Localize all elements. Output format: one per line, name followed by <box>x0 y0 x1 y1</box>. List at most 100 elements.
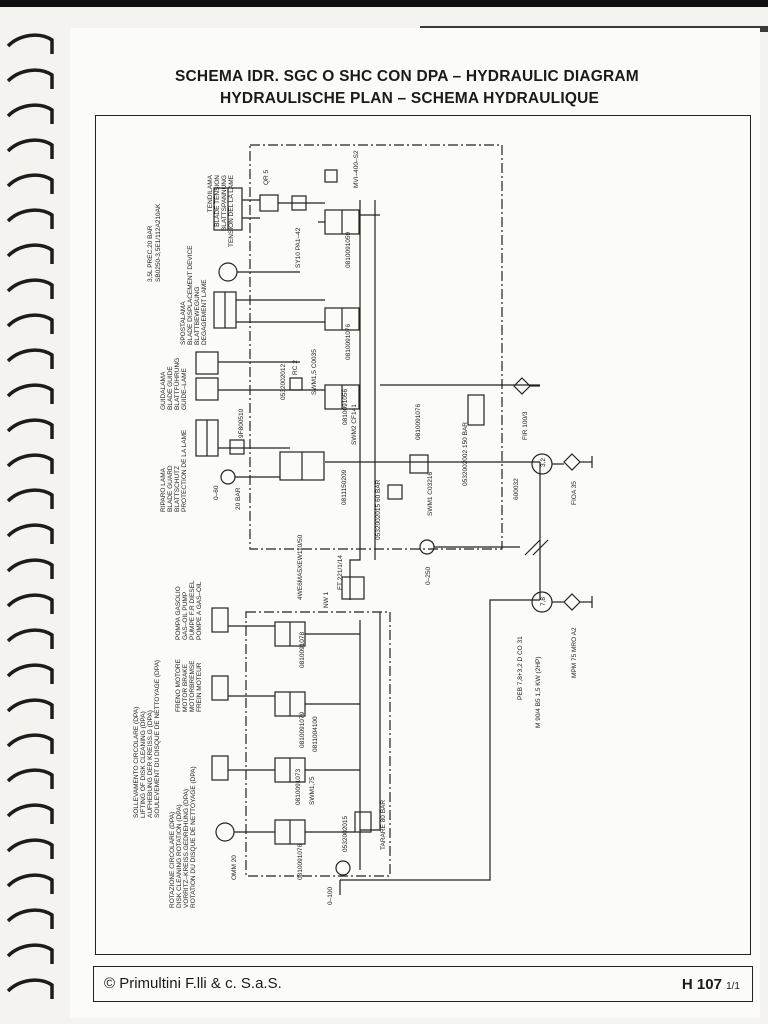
code-sy10: SY10 PA1–42 <box>295 227 302 268</box>
binding-ring <box>6 103 54 124</box>
label-blade-guide-2: BLATTFÜHRUNG <box>173 358 181 410</box>
code-swm3: SWM1 C03216 <box>427 472 434 516</box>
code-0810091078: 0810091078 <box>299 631 306 668</box>
code-pump: PEB 7,8+3,2 D CO 31 <box>517 636 524 700</box>
binding-ring <box>6 523 54 544</box>
binding-ring <box>6 803 54 824</box>
filter-fioa <box>563 453 581 471</box>
label-blade-tension-1: BLADE TENSION <box>214 175 221 227</box>
code-omm20: OMM 20 <box>231 855 238 880</box>
binding-ring <box>6 978 54 999</box>
document-page <box>70 28 760 1018</box>
filter-fir <box>513 377 531 395</box>
gauge-0-60 <box>220 469 236 485</box>
label-blade-guard-0: RIPARO LAMA <box>160 467 167 512</box>
code-3-2: 3,2 <box>540 458 547 467</box>
label-motor-brake-3: FREIN MOTEUR <box>196 662 203 712</box>
code-20-bar: 20 BAR <box>235 487 242 510</box>
code-0810091076-a: 0810091076 <box>345 323 352 360</box>
gauge-0-250 <box>419 539 435 555</box>
filter-ft221 <box>341 576 365 600</box>
page-code: H 107 1/1 <box>682 976 740 993</box>
label-accumulator-1: SB0250-3,5E1/112A210AK <box>155 203 162 282</box>
code-motor: M 90/4 B5 1,5 KW (2HP) <box>535 656 542 728</box>
label-blade-guard-1: BLADE GUARD <box>167 465 174 512</box>
code-ft221: FT 221/1/14 <box>337 555 344 590</box>
code-0811150209: 0811150209 <box>341 469 348 505</box>
main-pressure-line <box>349 200 361 600</box>
code-9f800510: 9F800510 <box>238 408 245 438</box>
code-gauge-0-60: 0–60 <box>213 485 220 500</box>
label-gas-oil-pump-0: POMPA GASOLIO <box>175 586 182 640</box>
code-0532002002: 0532002002 150 BAR <box>462 422 469 486</box>
code-0532002012: 0532002012 <box>280 363 287 400</box>
binding-ring <box>6 418 54 439</box>
label-blade-tension-2: BLATTSPANNUNG <box>221 175 228 231</box>
relief-valve-60-bar <box>387 484 403 500</box>
label-blade-displacement-2: BLATTBEWEGUNG <box>194 287 201 345</box>
label-disk-rotation-0: ROTAZIONE CIRCOLARE (DPA) <box>169 812 176 908</box>
disk-lifting-cylinder <box>211 755 229 781</box>
motor-brake-actuator <box>211 675 229 701</box>
code-0532002015-a: 0532002015 60 BAR <box>375 479 382 540</box>
label-gas-oil-pump-2: PUMPE F.R DIESEL <box>189 580 196 640</box>
code-gauge-0-100: 0–100 <box>327 887 334 905</box>
label-blade-displacement-0: SPOSTALAMA <box>180 301 187 345</box>
qr5-valve <box>259 194 279 212</box>
binding-ring <box>6 873 54 894</box>
label-blade-tension-0: TENDILAMA <box>207 174 214 212</box>
diagram-frame <box>95 115 751 955</box>
code-rc2: RC 2 <box>292 360 299 375</box>
code-0810091073: 0810091073 <box>295 768 302 805</box>
gas-oil-pump-actuator <box>211 607 229 633</box>
binding-ring <box>6 243 54 264</box>
relief-valve-150-bar <box>467 394 485 426</box>
binding-ring <box>6 173 54 194</box>
rc2-valve <box>289 377 303 391</box>
copyright-text: © Primultini F.lli & c. S.a.S. <box>104 975 282 992</box>
label-disk-rotation-1: DISK CLEANING ROTATION (DPA) <box>176 804 183 908</box>
binding-ring <box>6 138 54 159</box>
code-7-8: 7,8 <box>540 597 547 606</box>
code-swm: SWM1,5 C0035 <box>311 349 318 395</box>
binding-ring <box>6 558 54 579</box>
code-0810091056: 0810091056 <box>342 388 349 425</box>
code-0810091076-c: 0810091076 <box>297 843 304 880</box>
label-blade-guard-3: PROTECTION DE LA LAME <box>181 429 188 512</box>
page-code-label: H 107 <box>681 976 722 993</box>
relief-valve-80-bar <box>354 811 372 833</box>
valve-9f800510 <box>229 439 245 455</box>
binding-ring <box>6 313 54 334</box>
binding-ring <box>6 208 54 229</box>
label-accumulator-0: 3,5L PREC.20 BAR <box>147 225 154 282</box>
code-600032: 600032 <box>513 478 520 500</box>
spiral-binding <box>6 33 54 999</box>
binding-ring <box>6 593 54 614</box>
label-blade-displacement-1: BLADE DISPLACEMENT DEVICE <box>187 245 194 345</box>
binding-ring <box>6 943 54 964</box>
binding-ring <box>6 698 54 719</box>
label-disk-lifting-3: SOULEVEMENT DU DISQUE DE NETTOYAGE (DPA) <box>154 660 161 818</box>
binding-ring <box>6 383 54 404</box>
gauge-0-100 <box>335 860 351 876</box>
label-disk-lifting-0: SOLLEVAMENTO CIRCOLARE (DPA) <box>133 707 140 818</box>
code-swm2: SWM2 CF141 <box>351 404 358 445</box>
code-0811004100: 0811004100 <box>312 716 319 752</box>
binding-ring <box>6 278 54 299</box>
binding-ring <box>6 663 54 684</box>
upper-valve-block-outline <box>249 144 503 550</box>
page-subtitle: HYDRAULISCHE PLAN – SCHEMA HYDRAULIQUE <box>220 90 600 107</box>
code-nw1: NW 1 <box>323 591 330 608</box>
label-disk-rotation-3: ROTATION DU DISQUE DE NETTOYAGE (DPA) <box>190 766 197 908</box>
code-0810091059: 0810091059 <box>345 231 352 268</box>
binding-ring <box>6 488 54 509</box>
code-0810091076-b: 0810091076 <box>415 403 422 440</box>
label-gas-oil-pump-3: POMPE A GAS–OIL <box>196 581 203 640</box>
hydraulic-motor-omm20 <box>215 822 235 842</box>
page-fraction: 1/1 <box>726 981 740 992</box>
valve-0810091076-relief <box>409 454 429 474</box>
binding-ring <box>6 348 54 369</box>
label-motor-brake-0: FRENO MOTORE <box>175 658 182 712</box>
code-fir: FIR 100/3 <box>522 411 529 440</box>
